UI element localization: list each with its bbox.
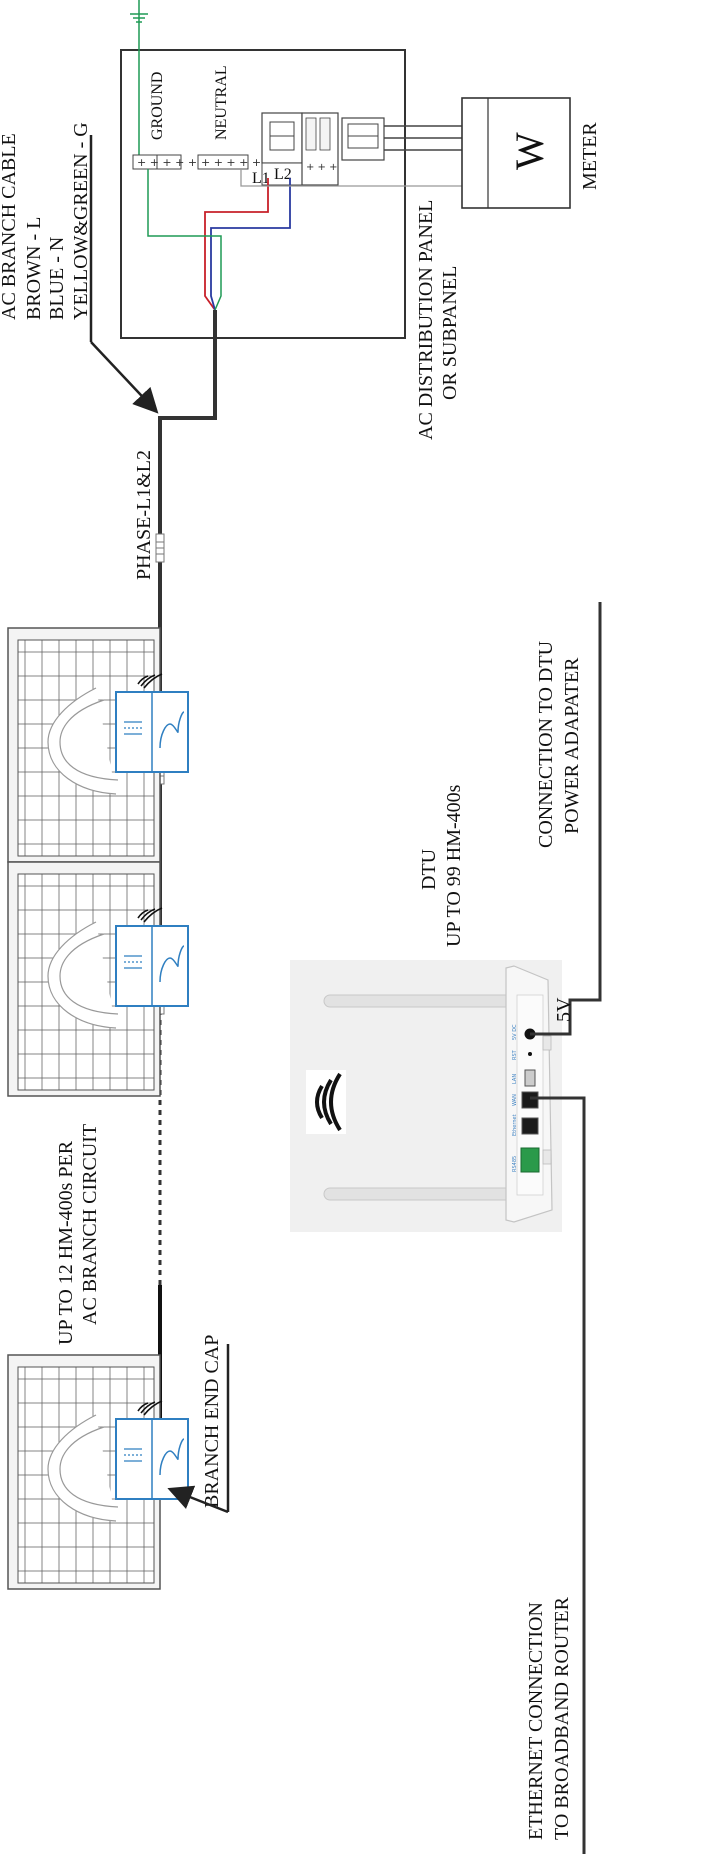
branch-end-cap-callout: BRANCH END CAP [167, 1335, 230, 1514]
l1-label: L1 [252, 170, 270, 187]
neutral-label: NEUTRAL [213, 65, 230, 140]
utility-meter: W METER [461, 97, 601, 209]
panel-label-line2: OR SUBPANEL [439, 266, 461, 400]
green-ground-wire [147, 169, 222, 311]
dtu-antenna-bottom [323, 1187, 520, 1201]
dtu-reset-button [528, 1052, 532, 1056]
dtu-power-label-line1: CONNECTION TO DTU [535, 640, 557, 848]
brown-wire-l1 [204, 178, 269, 311]
blue-n-label: BLUE - N [46, 237, 68, 320]
dtu-ethernet-port [521, 1117, 539, 1135]
panel-label-line1: AC DISTRIBUTION PANEL [415, 200, 437, 440]
dtu-device: RS485 Ethernet WAN LAN RST 5V DC [290, 960, 562, 1232]
dtu-usb-port [524, 1069, 536, 1087]
five-v-label: 5V [553, 997, 575, 1022]
dtu-antenna-top [323, 994, 520, 1008]
ethernet-label-line1: ETHERNET CONNECTION [525, 1602, 547, 1840]
branch-capacity-line2: AC BRANCH CIRCUIT [79, 1124, 101, 1325]
dtu-wan-port [521, 1091, 539, 1109]
ethernet-label-line2: TO BROADBAND ROUTER [551, 1596, 573, 1840]
l2-label: L2 [274, 166, 292, 183]
ac-distribution-panel: + + + + + GROUND + + + + + NEUTRAL + + +… [120, 0, 465, 440]
wifi-icon [306, 1070, 346, 1134]
dtu-rs485-terminal [520, 1147, 540, 1173]
meter-letter: W [507, 132, 552, 170]
phase-label: PHASE-L1&L2 [133, 450, 155, 580]
legend-leader-arrow [90, 341, 159, 414]
port-label-rst: RST [512, 1049, 518, 1060]
blue-wire-l2 [210, 178, 291, 311]
svg-text:+ + + + +: + + + + + [201, 156, 261, 169]
branch-end-cap-label: BRANCH END CAP [201, 1335, 223, 1508]
port-label-wan: WAN [512, 1094, 518, 1106]
port-label-lan: LAN [512, 1074, 518, 1084]
svg-text:+ + + + +: + + + + + [137, 156, 197, 169]
ground-label: GROUND [149, 72, 166, 140]
dtu-power-label-line2: POWER ADAPATER [561, 657, 583, 834]
panel-enclosure [120, 49, 406, 339]
meter-label: METER [579, 122, 601, 190]
port-label-ethernet: Ethernet [512, 1114, 518, 1136]
branch-capacity-line1: UP TO 12 HM-400s PER [55, 1140, 77, 1345]
ethernet-connection: ETHERNET CONNECTION TO BROADBAND ROUTER [525, 1096, 586, 1854]
brown-l-label: BROWN - L [23, 217, 45, 320]
port-label-rs485: RS485 [512, 1156, 518, 1172]
dtu-label-line2: UP TO 99 HM-400s [443, 784, 465, 947]
yellow-green-g-label: YELLOW&GREEN - G [70, 122, 92, 320]
svg-text:+ + +: + + + [306, 162, 338, 173]
trunk-connector-1 [155, 533, 165, 563]
gray-wire [240, 169, 465, 187]
ac-branch-cable-legend: AC BRANCH CABLE BROWN - L BLUE - N YELLO… [0, 122, 159, 414]
port-label-5vdc: 5V DC [512, 1024, 518, 1040]
ac-branch-cable-title: AC BRANCH CABLE [0, 133, 20, 320]
neutral-bus-bar [197, 154, 249, 170]
dtu-power-connection: 5V CONNECTION TO DTU POWER ADAPATER [530, 602, 602, 1036]
dtu-label-line1: DTU [418, 848, 440, 890]
